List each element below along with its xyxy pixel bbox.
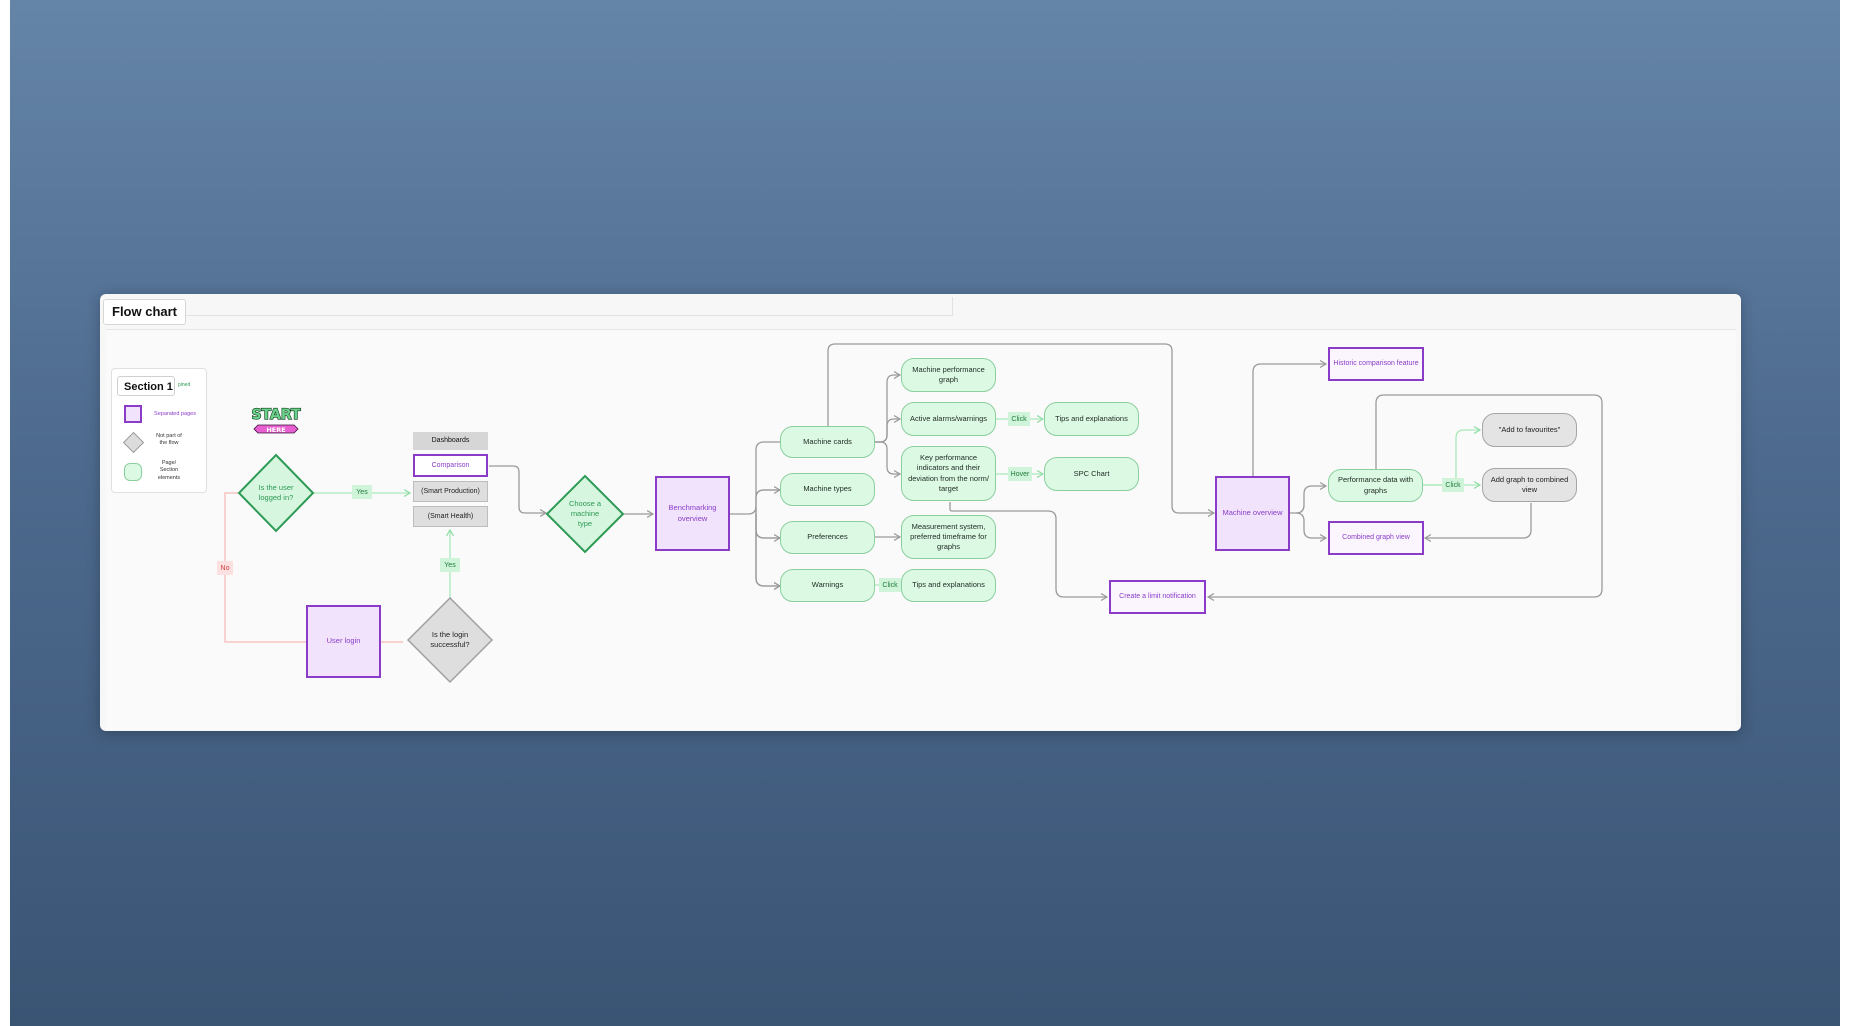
page-limit-notification[interactable]: Create a limit notification xyxy=(1109,580,1206,614)
connector-cards-overview xyxy=(827,343,1214,513)
start-text: START xyxy=(251,407,301,423)
element-tips-warnings[interactable]: Tips and explanations xyxy=(901,569,996,602)
connector-overview-historic xyxy=(1252,364,1326,476)
start-here-sticker: START HERE xyxy=(251,406,302,434)
legend-page-swatch xyxy=(124,405,142,423)
connector-overview-perf xyxy=(1290,486,1326,514)
element-machine-types[interactable]: Machine types xyxy=(780,473,875,506)
legend-title[interactable]: Section 1 xyxy=(117,376,175,396)
element-preferences[interactable]: Preferences xyxy=(780,521,875,554)
ribbon-icon xyxy=(253,424,299,434)
connector-addgraph-combined xyxy=(1425,503,1532,538)
element-spc-chart[interactable]: SPC Chart xyxy=(1044,457,1139,491)
frame-tab-strip xyxy=(172,297,953,316)
here-text: HERE xyxy=(266,426,285,434)
connector-no-login xyxy=(224,492,306,643)
page-benchmarking-overview[interactable]: Benchmarking overview xyxy=(655,476,730,551)
page-combined-graph-view[interactable]: Combined graph view xyxy=(1328,521,1424,555)
element-performance-data[interactable]: Performance data with graphs xyxy=(1328,469,1423,502)
page-user-login[interactable]: User login xyxy=(306,605,381,678)
element-machine-cards[interactable]: Machine cards xyxy=(780,426,875,458)
element-add-graph-combined[interactable]: Add graph to combined view xyxy=(1482,468,1577,502)
page-machine-overview[interactable]: Machine overview xyxy=(1215,476,1290,551)
yes-label: Yes xyxy=(440,558,460,572)
element-active-alarms[interactable]: Active alarms/warnings xyxy=(901,402,996,436)
element-tips-alarms[interactable]: Tips and explanations xyxy=(1044,402,1139,436)
legend-panel: Section 1 pined Separated pages Not part… xyxy=(111,368,207,493)
element-kpi-deviation[interactable]: Key performance indicators and their dev… xyxy=(901,446,996,501)
dashboard-comparison[interactable]: Comparison xyxy=(413,454,488,477)
click-label: Click xyxy=(1442,478,1464,492)
no-label: No xyxy=(217,561,233,575)
connector-kpi-limit xyxy=(949,502,1107,597)
connector-perf-fav xyxy=(1423,430,1480,486)
decision-choose-type[interactable]: Choose a machine type xyxy=(568,498,602,529)
legend-outside-swatch xyxy=(122,431,145,454)
connector-comparison-choose xyxy=(489,465,546,513)
element-warnings[interactable]: Warnings xyxy=(780,569,875,602)
dashboard-smart-production[interactable]: (Smart Production) xyxy=(413,481,488,502)
legend-page-label: Separated pages xyxy=(154,411,196,417)
yes-label: Yes xyxy=(352,485,372,499)
decision-logged-in[interactable]: Is the user logged in? xyxy=(258,482,294,502)
frame-title[interactable]: Flow chart xyxy=(103,299,187,325)
element-measurement-system[interactable]: Measurement system, preferred timeframe … xyxy=(901,515,996,559)
legend-element-swatch xyxy=(124,463,142,481)
decision-login-success[interactable]: Is the login successful? xyxy=(430,629,470,649)
page-historic-comparison[interactable]: Historic comparison feature xyxy=(1328,347,1424,381)
connector-overview-combined xyxy=(1295,512,1326,538)
connector-perf-limit xyxy=(1208,394,1603,597)
legend-element-label: Page/ Section elements xyxy=(157,460,181,481)
connector-bench-elements xyxy=(730,441,780,586)
element-performance-graph[interactable]: Machine performance graph xyxy=(901,358,996,392)
click-label: Click xyxy=(1008,412,1030,426)
legend-hint: pined xyxy=(178,382,191,388)
click-label: Click xyxy=(879,578,901,592)
legend-outside-label: Not part of the flow xyxy=(156,433,182,447)
element-add-favourites[interactable]: "Add to favourites" xyxy=(1482,413,1577,447)
dashboards-header: Dashboards xyxy=(413,432,488,450)
dashboard-smart-health[interactable]: (Smart Health) xyxy=(413,506,488,527)
hover-label: Hover xyxy=(1008,467,1032,481)
